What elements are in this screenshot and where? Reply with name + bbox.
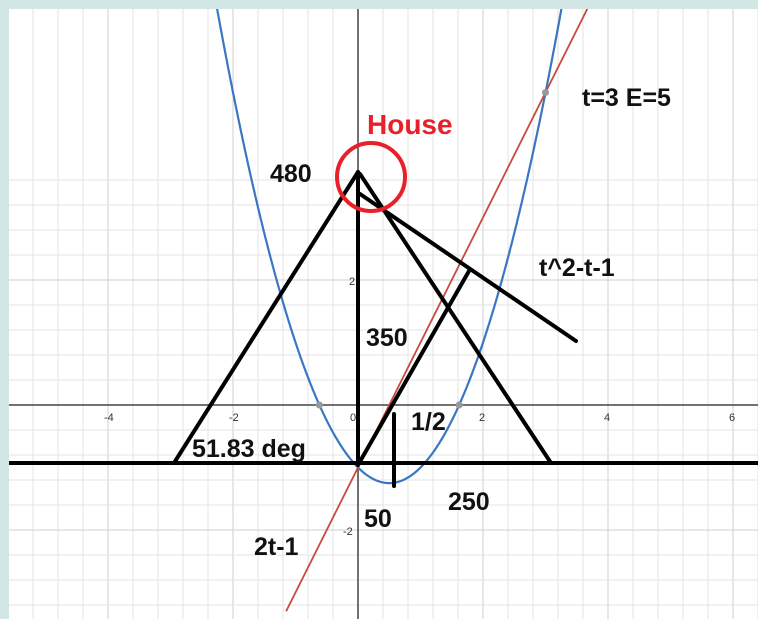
- distance-50-label: 50: [364, 505, 392, 533]
- linear-label: 2t-1: [254, 533, 299, 561]
- x-tick-label: 4: [604, 412, 610, 424]
- quadratic-label: t^2-t-1: [539, 254, 615, 282]
- linear-curve: [285, 9, 589, 612]
- graph-svg: -4 -2 0 2 4 6 2 -2 House t=3 E=5 t^2-t-1 2t-1 4…: [9, 9, 758, 619]
- distance-250-label: 250: [448, 488, 490, 516]
- right-slope-line: [358, 172, 553, 465]
- tick-labels: -4 -2 0 2 4 6 2 -2: [104, 276, 735, 538]
- height-350-label: 350: [366, 324, 408, 352]
- left-slope-line: [172, 170, 360, 465]
- root-point: [455, 401, 463, 409]
- parabola-curve: [216, 9, 563, 485]
- intersection-point: [542, 89, 549, 96]
- x-tick-label: -4: [104, 412, 114, 424]
- graph-canvas: -4 -2 0 2 4 6 2 -2 House t=3 E=5 t^2-t-1 2t-1 4…: [9, 9, 758, 619]
- y-tick-label: 2: [349, 276, 355, 288]
- pointer-line: [358, 192, 578, 343]
- house-label: House: [367, 109, 453, 140]
- x-tick-label: 6: [729, 412, 735, 424]
- x-tick-label: 0: [350, 412, 356, 424]
- y-tick-label: -2: [343, 526, 353, 538]
- diagonal-line: [356, 269, 471, 467]
- height-480-label: 480: [270, 160, 312, 188]
- angle-label: 51.83 deg: [192, 435, 306, 463]
- t-e-label: t=3 E=5: [582, 84, 671, 112]
- x-tick-label: -2: [229, 412, 239, 424]
- x-tick-label: 2: [479, 412, 485, 424]
- house-circle: [335, 141, 407, 213]
- function-curves: [216, 9, 589, 612]
- sketch: [9, 170, 758, 488]
- root-point: [315, 401, 323, 409]
- half-label: 1/2: [411, 408, 446, 436]
